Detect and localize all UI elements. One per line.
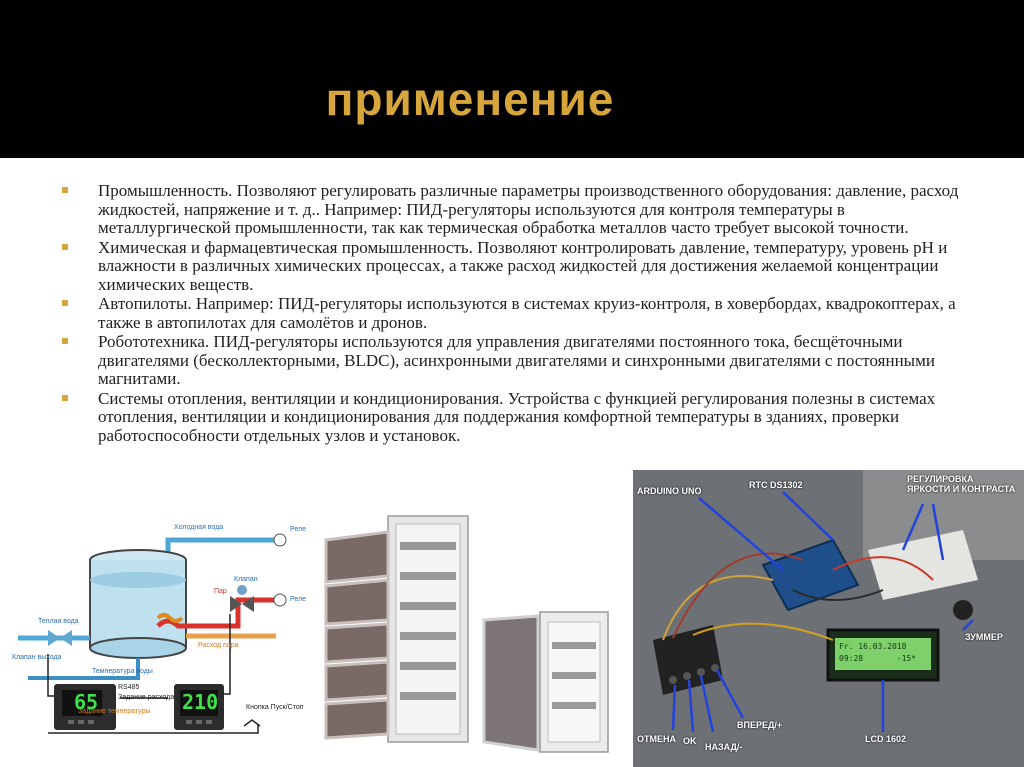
flow-setpoint-label: Задание расхода <box>118 694 175 701</box>
title-bar: применение <box>0 0 1024 158</box>
bullet-item: Робототехника. ПИД-регуляторы используют… <box>62 332 962 389</box>
slide-title: применение <box>325 73 615 125</box>
forward-label: ВПЕРЕД/+ <box>737 720 783 730</box>
bullet-text: Химическая и фармацевтическая промышленн… <box>98 237 948 294</box>
valve-label: Клапан <box>234 576 258 583</box>
boiler-diagram-graphic <box>18 533 287 734</box>
temperature-label: Температура воды <box>92 668 153 675</box>
bullet-text: Робототехника. ПИД-регуляторы используют… <box>98 332 935 388</box>
relay-top-label: Реле <box>290 526 306 533</box>
bullet-text: Системы отопления, вентиляции и кондицио… <box>98 388 936 445</box>
warm-water-label: Теплая вода <box>38 618 79 625</box>
buzzer-label: ЗУММЕР <box>965 632 1003 642</box>
bullet-item: Химическая и фармацевтическая промышленн… <box>62 237 962 295</box>
lcd-label: LCD 1602 <box>865 734 907 744</box>
bullet-list: Промышленность. Позволяют регулировать р… <box>62 181 962 446</box>
steam-flow-label: Расход пара <box>198 642 239 649</box>
cancel-label: ОТМЕНА <box>637 734 676 744</box>
arduino-uno-label: ARDUINO UNO <box>637 486 702 496</box>
controller-left-display: 65 <box>74 690 99 714</box>
electrical-cabinets-graphic <box>324 515 609 753</box>
bullet-marker-icon <box>62 243 68 250</box>
rtc-label: RTC DS1302 <box>749 480 803 490</box>
boiler-diagram: Холодная вода Реле Реле Теплая вода Пар … <box>8 518 310 748</box>
brightness-label: РЕГУЛИРОВКА ЯРКОСТИ И КОНТРАСТА <box>907 474 1016 494</box>
arduino-photo-graphic <box>633 470 1024 767</box>
bullet-marker-icon <box>62 394 68 401</box>
cold-water-label: Холодная вода <box>174 524 224 531</box>
valve-out-label: Клапан выхода <box>12 654 62 661</box>
button-label: Кнопка Пуск/Стоп <box>246 704 304 711</box>
arduino-photo: ARDUINO UNO RTC DS1302 РЕГУЛИРОВКА ЯРКОС… <box>633 470 1024 767</box>
bullet-marker-icon <box>62 338 68 344</box>
rs485-label: RS485 <box>118 684 140 691</box>
steam-label: Пар <box>214 588 227 595</box>
bullet-text: Промышленность. Позволяют регулировать р… <box>98 181 959 237</box>
bullet-marker-icon <box>62 300 68 306</box>
ok-label: OK <box>683 736 697 746</box>
bullet-item: Системы отопления, вентиляции и кондицио… <box>62 388 962 446</box>
back-label: НАЗАД/- <box>705 742 743 752</box>
lcd-line-1: Fr. 16.03.2018 <box>839 642 907 651</box>
bullet-marker-icon <box>62 187 68 193</box>
relay-mid-label: Реле <box>290 596 306 603</box>
lcd-line-2: 09:28 -15* <box>839 654 917 663</box>
controller-right-display: 210 <box>182 690 219 714</box>
bullet-item: Промышленность. Позволяют регулировать р… <box>62 181 962 238</box>
bullet-item: Автопилоты. Например: ПИД-регуляторы исп… <box>62 294 962 332</box>
electrical-cabinets-image <box>318 512 630 762</box>
temp-setpoint-label: Задание температуры <box>78 708 151 715</box>
bullet-text: Автопилоты. Например: ПИД-регуляторы исп… <box>98 294 956 332</box>
